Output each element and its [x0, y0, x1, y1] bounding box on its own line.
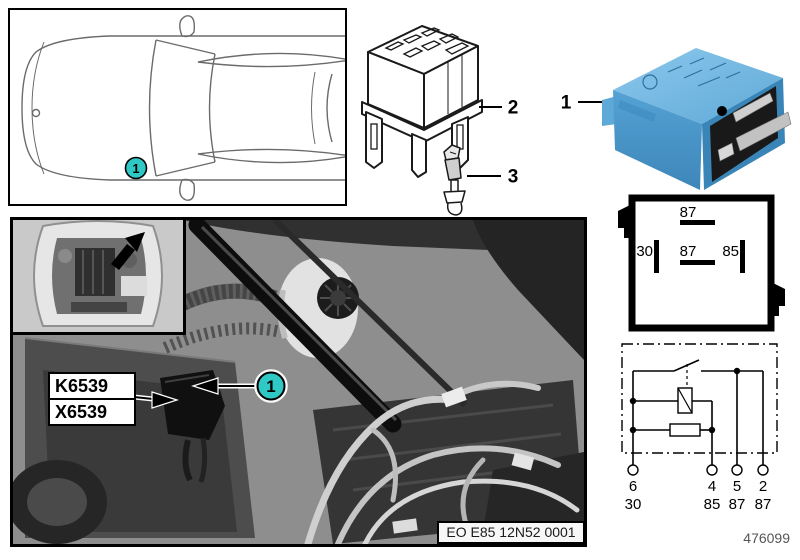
connector-code: X6539 — [50, 398, 134, 424]
photo-annotations: 1 — [133, 369, 288, 409]
relay-clip-slot — [618, 100, 656, 122]
relay-cube — [602, 48, 792, 190]
relay-photo — [602, 48, 792, 190]
inset-arrow-icon — [111, 232, 145, 270]
resistor-symbol — [669, 423, 701, 437]
terminal-pin-2: 5 — [733, 478, 741, 495]
socket-slots — [370, 27, 470, 150]
photo-location-marker[interactable]: 1 — [254, 369, 288, 403]
terminal-pin-3: 2 — [759, 478, 767, 495]
car-outline — [21, 15, 351, 201]
connector-arrow-icon — [151, 391, 179, 409]
terminal-fn-1: 85 — [704, 496, 721, 513]
strut-bar — [188, 220, 402, 433]
callout-3[interactable]: 3 — [507, 166, 519, 188]
terminal-fn-3: 87 — [755, 496, 772, 513]
car-top-view: 1 — [21, 15, 351, 201]
relay-blade-pins — [717, 92, 792, 162]
pin-label-right: 85 — [722, 243, 739, 260]
pin-label-top: 87 — [680, 204, 697, 221]
terminal-fn-0: 30 — [625, 496, 642, 513]
callout-2[interactable]: 2 — [507, 97, 519, 119]
relay-code: K6539 — [55, 376, 109, 396]
relay-top-markings — [642, 57, 741, 90]
pin-diagram-tab-left — [618, 204, 632, 238]
component-code-box: K6539 X6539 — [48, 372, 136, 426]
car-marker-number: 1 — [132, 161, 139, 176]
photo-marker-number: 1 — [266, 377, 275, 396]
wiring-harness — [304, 380, 580, 544]
leader-line-2 — [479, 106, 502, 108]
car-location-marker[interactable]: 1 — [124, 156, 148, 180]
engine-bay-photo: K6539 X6539 1 EO E85 12N52 0001 — [10, 217, 587, 547]
relay-socket-drawing — [361, 25, 483, 216]
terminal-pin-drawing — [443, 144, 466, 216]
schematic-boundary — [621, 343, 778, 454]
terminal-pin-1: 4 — [708, 478, 716, 495]
mirror-left — [179, 15, 196, 38]
inset-scene — [13, 220, 183, 332]
pin-label-center: 87 — [680, 243, 697, 260]
relay-side-tab — [602, 96, 617, 126]
mirror-right — [179, 178, 196, 201]
car-location-panel: 1 — [8, 8, 351, 206]
photo-caption: EO E85 12N52 0001 — [437, 521, 584, 544]
document-number: 476099 — [743, 530, 790, 546]
terminal-circles — [627, 464, 769, 476]
pin-label-left: 30 — [636, 243, 653, 260]
schematic-wires — [632, 359, 764, 465]
junction-dots — [629, 367, 741, 434]
pin-diagram-tab-right — [771, 282, 785, 316]
terminal-fn-2: 87 — [729, 496, 746, 513]
leader-line-3 — [467, 175, 501, 177]
relay-arrow-icon — [191, 377, 219, 395]
leader-line-1 — [578, 101, 603, 103]
terminal-pin-0: 6 — [629, 478, 637, 495]
pin-diagram: 87 30 87 85 — [618, 194, 785, 332]
circuit-schematic: 6 4 5 2 30 85 87 87 — [621, 343, 778, 513]
socket-body — [361, 25, 483, 178]
engine-bay-inset — [13, 220, 186, 335]
callout-1[interactable]: 1 — [560, 92, 572, 114]
